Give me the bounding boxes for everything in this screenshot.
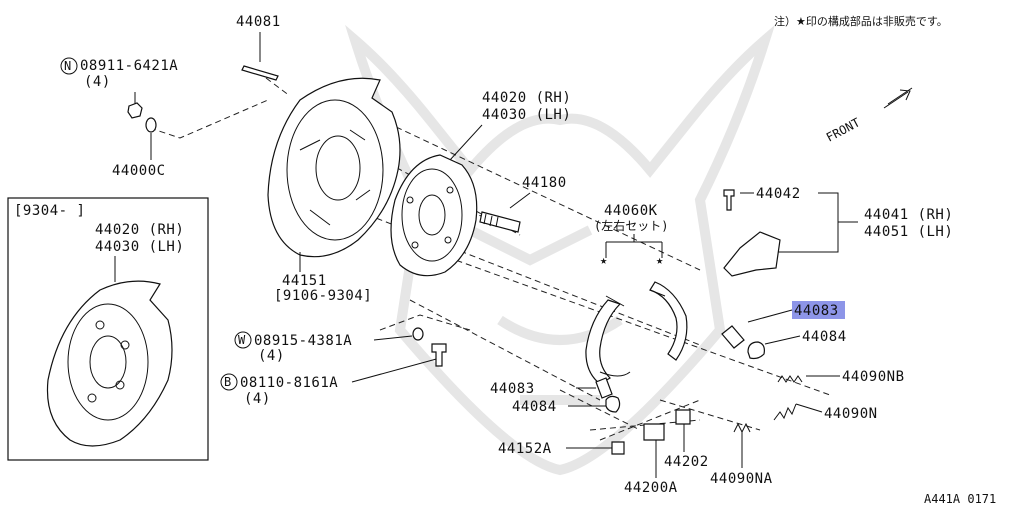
bolt-qty: (4) <box>244 391 271 407</box>
bolt-prefix: B <box>224 375 231 389</box>
label-44000C[interactable]: 44000C <box>112 163 166 179</box>
label-44180[interactable]: 44180 <box>522 175 567 191</box>
label-44060K[interactable]: 44060K <box>604 203 658 219</box>
label-44202[interactable]: 44202 <box>664 454 709 470</box>
front-indicator: FRONT <box>824 87 913 145</box>
label-44090N[interactable]: 44090N <box>824 406 878 422</box>
bolt-part <box>431 343 447 367</box>
spring-44083-left <box>595 377 613 399</box>
label-44084-right[interactable]: 44084 <box>802 329 847 345</box>
label-44060K-note: (左右セット) <box>594 218 668 233</box>
nut-part <box>127 102 143 119</box>
front-arrow-icon <box>883 89 911 109</box>
adjuster-44180 <box>479 211 521 233</box>
pin-44202 <box>675 409 691 425</box>
spring-44083 <box>721 325 745 349</box>
brake-shoe-left <box>585 299 622 385</box>
spring-44090NA <box>733 422 751 434</box>
washer-44000c <box>145 117 157 133</box>
label-44041-rh[interactable]: 44041 (RH) <box>864 207 953 223</box>
label-44151[interactable]: 44151 <box>282 273 327 289</box>
stud-44081 <box>241 65 279 81</box>
nut-prefix-circle <box>60 57 78 75</box>
label-44083-highlight[interactable]: 44083 <box>794 303 839 319</box>
cup-44084-right <box>747 341 765 360</box>
label-44083-left[interactable]: 44083 <box>490 381 535 397</box>
pin-44152A <box>611 441 625 455</box>
watermark-emblem <box>345 24 775 476</box>
inset-date-range: [9304- ] <box>14 203 85 219</box>
label-44051-lh[interactable]: 44051 (LH) <box>864 224 953 240</box>
washer-prefix: W <box>238 333 246 347</box>
nut-prefix: N <box>64 59 71 73</box>
label-44151-range: [9106-9304] <box>274 288 372 304</box>
label-44042[interactable]: 44042 <box>756 186 801 202</box>
label-44084-left[interactable]: 44084 <box>512 399 557 415</box>
label-44030-lh[interactable]: 44030 (LH) <box>482 107 571 123</box>
label-08110-8161A[interactable]: 08110-8161A <box>240 375 338 391</box>
label-44020-rh[interactable]: 44020 (RH) <box>482 90 571 106</box>
label-44090NB[interactable]: 44090NB <box>842 369 905 385</box>
label-08915-4381A[interactable]: 08915-4381A <box>254 333 352 349</box>
inset-rh-label: 44020 (RH) <box>95 222 184 238</box>
label-44090NA[interactable]: 44090NA <box>710 471 773 487</box>
inset-frame <box>7 197 209 461</box>
cup-44084-left <box>605 395 621 413</box>
inset-lh-label: 44030 (LH) <box>95 239 184 255</box>
pin-44200A <box>643 423 665 441</box>
note-text: 注）★印の構成部品は非販売です。 <box>774 14 948 28</box>
label-44200A[interactable]: 44200A <box>624 480 678 496</box>
lever-44041 <box>723 231 781 277</box>
washer-prefix-circle <box>234 331 252 349</box>
dust-shield-44151 <box>267 77 401 258</box>
highlight-44083 <box>792 301 845 319</box>
spring-44090N <box>773 403 797 421</box>
inset-panel: [9304- ] 44020 (RH) 44030 (LH) <box>7 197 209 461</box>
label-08911-6421A[interactable]: 08911-6421A <box>80 58 178 74</box>
star-icon-left: ★ <box>600 253 607 267</box>
bolt-prefix-circle <box>220 373 238 391</box>
diagram-id: A441A 0171 <box>924 492 996 506</box>
star-icon-right: ★ <box>656 253 663 267</box>
washer-part <box>412 327 424 341</box>
spring-44090NB <box>777 375 803 383</box>
label-44081[interactable]: 44081 <box>236 14 281 30</box>
nut-qty: (4) <box>84 74 111 90</box>
front-label: FRONT <box>824 115 862 144</box>
washer-qty: (4) <box>258 348 285 364</box>
brake-shoe-right <box>649 281 688 361</box>
inset-backing-plate <box>46 280 173 447</box>
label-44152A[interactable]: 44152A <box>498 441 552 457</box>
pin-44042 <box>723 189 735 211</box>
